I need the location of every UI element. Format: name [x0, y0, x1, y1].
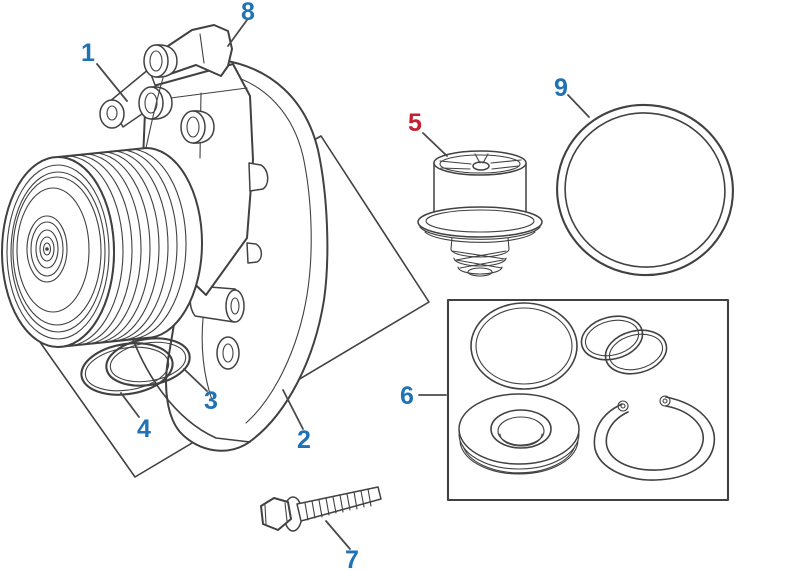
kit-oring-large [470, 302, 578, 390]
bottom-tube-boss [189, 285, 245, 323]
water-pump-assembly [1, 24, 329, 452]
pulley [1, 147, 203, 348]
bolt-bosses [138, 44, 215, 144]
leader-7 [325, 520, 351, 550]
callout-6[interactable]: 6 [400, 382, 414, 410]
thermostat [417, 150, 543, 277]
mounting-bracket [167, 24, 233, 77]
gasket-ring [556, 103, 734, 277]
leader-8 [227, 19, 248, 47]
callout-5[interactable]: 5 [408, 109, 422, 137]
service-kit-box [446, 298, 730, 502]
kit-orings-small [580, 315, 668, 375]
callout-7[interactable]: 7 [345, 546, 359, 571]
callout-4[interactable]: 4 [137, 415, 151, 443]
callout-3[interactable]: 3 [204, 387, 218, 415]
callout-1[interactable]: 1 [81, 39, 95, 67]
flange-bolt [260, 486, 382, 532]
leader-4 [120, 392, 140, 418]
kit-snap-ring [593, 395, 716, 481]
leader-lines [96, 19, 590, 550]
o-ring-3 [105, 337, 191, 387]
bottom-eyelet [216, 336, 240, 370]
leader-3 [183, 368, 208, 392]
o-ring-4 [80, 342, 174, 396]
leader-2 [282, 389, 304, 430]
kit-seal [458, 393, 580, 475]
leader-1 [96, 63, 128, 102]
leader-5 [422, 132, 448, 157]
callout-9[interactable]: 9 [554, 74, 568, 102]
callout-8[interactable]: 8 [241, 0, 255, 26]
leader-9 [567, 94, 590, 118]
callout-2[interactable]: 2 [297, 426, 311, 454]
